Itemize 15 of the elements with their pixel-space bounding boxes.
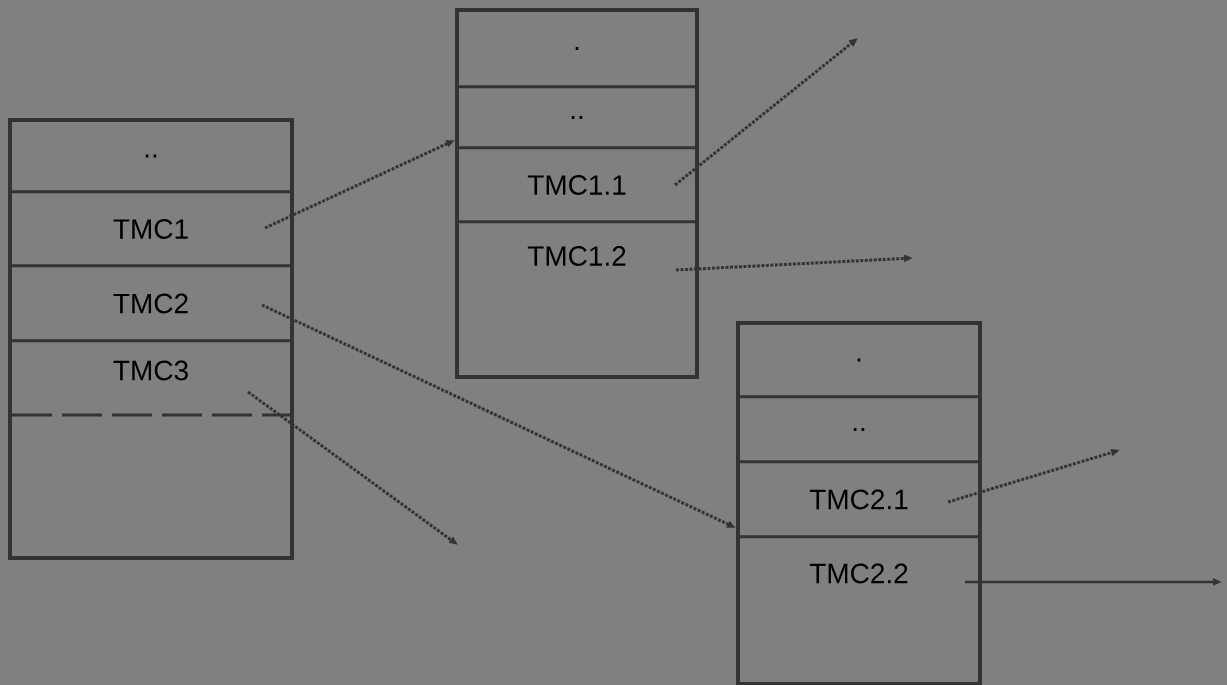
table-cell: TMC2.2 xyxy=(739,535,979,584)
table-cell: .. xyxy=(739,395,979,431)
table-cell: .. xyxy=(458,85,696,119)
table-box xyxy=(736,321,982,685)
table-cell: .. xyxy=(11,118,291,158)
table-cell: TMC2 xyxy=(11,264,291,314)
table-cell: TMC2.1 xyxy=(739,460,979,510)
table-cell: TMC3 xyxy=(11,339,291,381)
table-box xyxy=(455,8,699,379)
table-cell: TMC1.2 xyxy=(458,220,696,266)
table-box xyxy=(8,118,294,560)
table-cell: TMC1 xyxy=(11,190,291,239)
table-cell: TMC1.1 xyxy=(458,146,696,195)
table-cell: . xyxy=(458,8,696,50)
table-cell: . xyxy=(739,321,979,362)
